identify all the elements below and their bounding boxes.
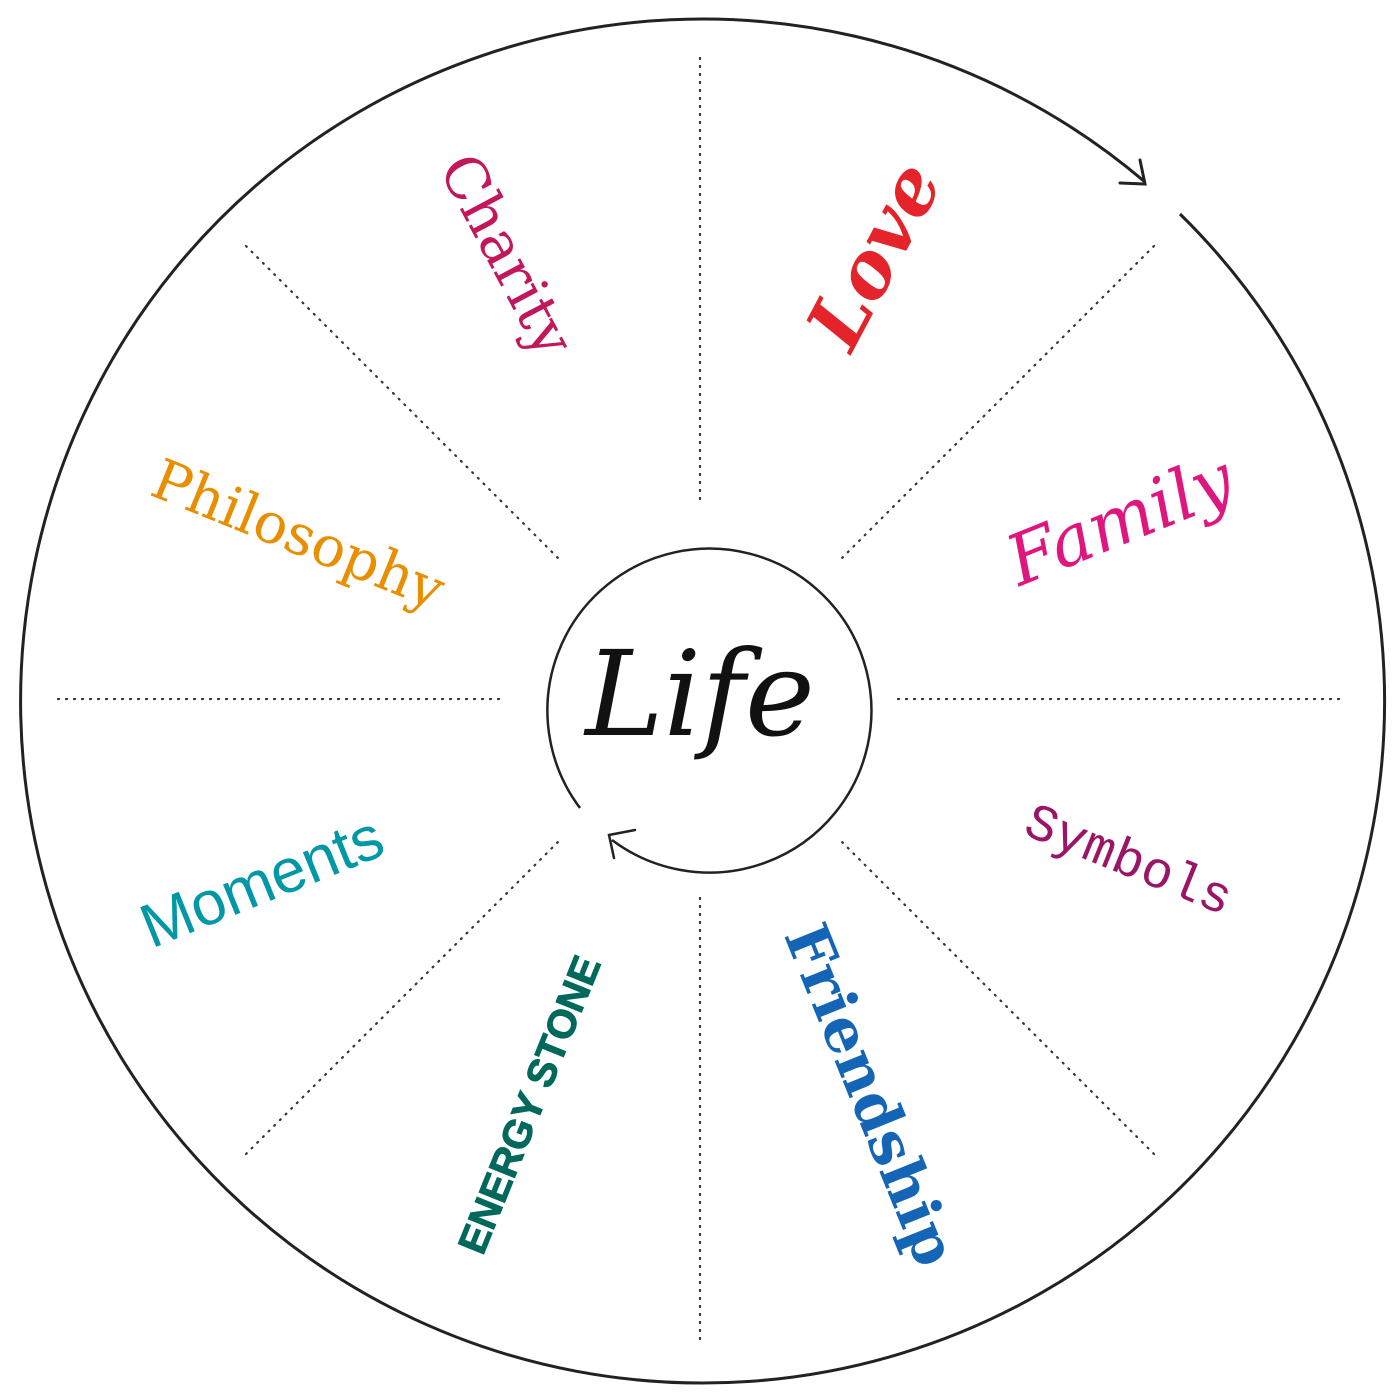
segment-label-friendship: Friendship: [770, 914, 970, 1276]
segment-label-philosophy: Philosophy: [142, 447, 453, 623]
segment-label-charity: Charity: [426, 143, 589, 368]
segment-label-love: Love: [788, 147, 960, 364]
segment-label-symbols: Symbols: [1016, 794, 1241, 931]
inner-ring: [546, 547, 873, 874]
outer-ring: [19, 17, 1387, 1385]
segment-label-moments: Moments: [131, 802, 393, 961]
segment-label-family: Family: [993, 437, 1246, 603]
inner-arrow-icon: [607, 828, 637, 860]
segment-dividers: [56, 56, 1344, 1344]
center-label: Life: [583, 625, 815, 763]
outer-arrow-icon: [1118, 158, 1147, 186]
segment-label-energy-stone: ENERGY STONE: [450, 950, 609, 1260]
